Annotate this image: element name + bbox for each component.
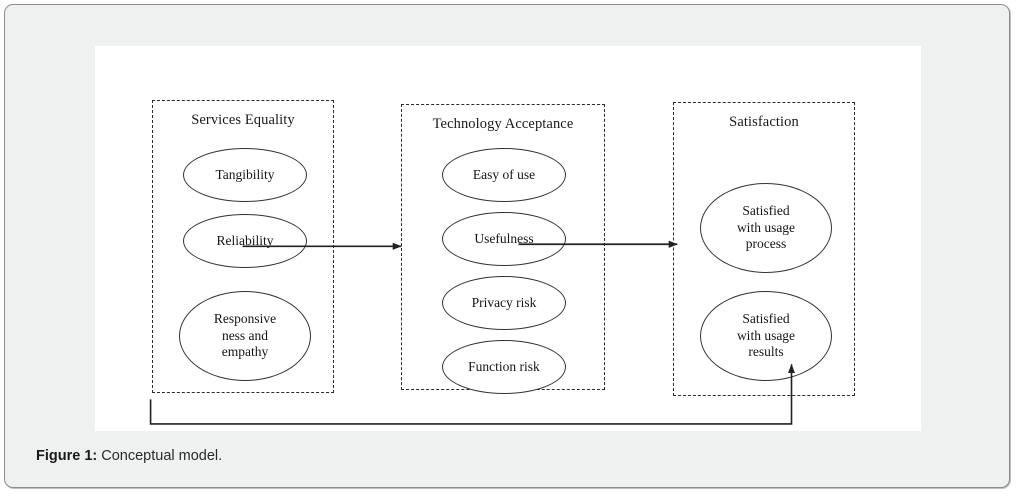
diagram-canvas: Services Equality Tangibility Reliabilit… <box>95 46 921 431</box>
figure-caption-text: Conceptual model. <box>101 448 223 464</box>
node-label-satisfied-usage-process: Satisfied with usage process <box>736 202 796 252</box>
node-label-privacy-risk: Privacy risk <box>471 295 537 311</box>
node-label-usefulness: Usefulness <box>474 231 534 247</box>
group-title-technology-acceptance: Technology Acceptance <box>432 116 574 132</box>
node-easy-of-use: Easy of use <box>442 148 566 202</box>
group-box-satisfaction: Satisfaction Satisfied with usage proces… <box>673 102 855 396</box>
node-label-satisfied-usage-results: Satisfied with usage results <box>736 310 796 360</box>
figure-frame: Services Equality Tangibility Reliabilit… <box>4 4 1010 488</box>
node-satisfied-usage-process: Satisfied with usage process <box>700 183 832 273</box>
figure-caption-label: Figure 1: <box>36 448 98 464</box>
group-title-services-equality: Services Equality <box>191 112 295 128</box>
node-label-reliability: Reliability <box>216 233 274 249</box>
figure-caption: Figure 1: Conceptual model. <box>36 448 222 464</box>
node-usefulness: Usefulness <box>442 212 566 266</box>
node-label-responsiveness-empathy: Responsive ness and empathy <box>213 310 277 360</box>
node-label-tangibility: Tangibility <box>215 167 275 183</box>
node-satisfied-usage-results: Satisfied with usage results <box>700 291 832 381</box>
node-function-risk: Function risk <box>442 340 566 394</box>
group-box-technology-acceptance: Technology Acceptance Easy of use Useful… <box>401 104 605 394</box>
node-label-function-risk: Function risk <box>468 359 540 375</box>
group-title-satisfaction: Satisfaction <box>729 114 799 130</box>
group-box-services-equality: Services Equality Tangibility Reliabilit… <box>152 100 334 393</box>
node-tangibility: Tangibility <box>183 148 307 202</box>
node-label-easy-of-use: Easy of use <box>472 167 536 183</box>
node-responsiveness-empathy: Responsive ness and empathy <box>179 291 311 381</box>
node-privacy-risk: Privacy risk <box>442 276 566 330</box>
node-reliability: Reliability <box>183 214 307 268</box>
